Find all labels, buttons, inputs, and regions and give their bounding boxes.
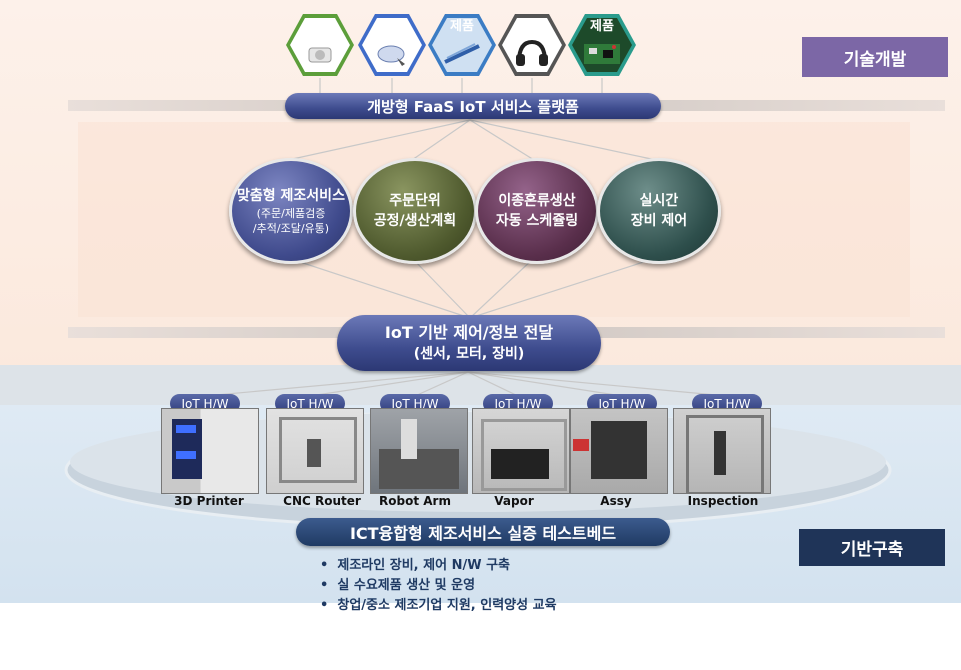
- product-label: 제품: [308, 19, 332, 34]
- service-title: 공정/생산계획: [373, 213, 457, 229]
- bullet-text: 실 수요제품 생산 및 운영: [337, 578, 476, 593]
- auto-scheduling-circle: 이종혼류생산 자동 스케쥴링: [475, 158, 599, 264]
- product-label: 제품: [590, 19, 614, 34]
- product-hex: 제품: [428, 14, 496, 76]
- product-label: 제품: [450, 19, 474, 34]
- equipment-photo-assy: [570, 408, 668, 494]
- iot-control-pill: IoT 기반 제어/정보 전달 (센서, 모터, 장비): [337, 315, 601, 371]
- equipment-caption: Robot Arm: [379, 494, 451, 508]
- iot-control-title: IoT 기반 제어/정보 전달: [384, 323, 554, 342]
- bullet-item: • 실 수요제품 생산 및 운영: [320, 578, 476, 593]
- transition-band: [0, 365, 961, 407]
- mouse-icon: [377, 45, 405, 66]
- equipment-caption: Assy: [600, 494, 632, 508]
- service-title: 장비 제어: [630, 213, 688, 229]
- pen-icon: [444, 43, 480, 64]
- equipment-caption: Vapor: [494, 494, 534, 508]
- service-title: 자동 스케쥴링: [495, 213, 579, 229]
- product-label: 제품: [520, 19, 544, 34]
- equipment-caption: 3D Printer: [174, 494, 244, 508]
- product-label: 제품: [380, 19, 404, 34]
- service-title: 맞춤형 제조서비스: [237, 188, 345, 204]
- custom-service-circle: 맞춤형 제조서비스 (주문/제품검증 /추적/조달/유통): [229, 158, 353, 264]
- realtime-control-circle: 실시간 장비 제어: [597, 158, 721, 264]
- equipment-photo-robot-arm: [370, 408, 468, 494]
- product-hex: 제품: [286, 14, 354, 76]
- camera-icon: [308, 47, 332, 63]
- platform-bar: 개방형 FaaS IoT 서비스 플랫폼: [285, 93, 661, 119]
- tech-dev-tag: 기술개발: [802, 37, 948, 77]
- product-hex: 제품: [358, 14, 426, 76]
- order-planning-circle: 주문단위 공정/생산계획: [353, 158, 477, 264]
- bullet-item: • 제조라인 장비, 제어 N/W 구축: [320, 558, 510, 573]
- bullet-text: 창업/중소 제조기업 지원, 인력양성 교육: [337, 598, 557, 613]
- service-subtitle: /추적/조달/유통): [252, 222, 330, 235]
- iot-control-subtitle: (센서, 모터, 장비): [413, 346, 525, 362]
- equipment-caption: CNC Router: [283, 494, 361, 508]
- service-subtitle: (주문/제품검증: [256, 207, 326, 220]
- equipment-photo-cnc-router: [266, 408, 364, 494]
- equipment-photo-inspection: [673, 408, 771, 494]
- service-title: 이종혼류생산: [498, 193, 576, 209]
- service-title: 주문단위: [389, 193, 441, 209]
- equipment-caption: Inspection: [687, 494, 759, 508]
- headset-icon: [516, 39, 548, 66]
- product-hex: 제품: [498, 14, 566, 76]
- service-title: 실시간: [639, 193, 679, 209]
- equipment-photo-vapor: [472, 408, 570, 494]
- equipment-photo-3d-printer: [161, 408, 259, 494]
- testbed-bar: ICT융합형 제조서비스 실증 테스트베드: [296, 518, 670, 546]
- bullet-item: • 창업/중소 제조기업 지원, 인력양성 교육: [320, 598, 557, 613]
- infra-tag: 기반구축: [799, 529, 945, 566]
- product-hex: 제품: [568, 14, 636, 76]
- circuit-board-icon: [584, 44, 620, 64]
- bullet-text: 제조라인 장비, 제어 N/W 구축: [337, 558, 510, 573]
